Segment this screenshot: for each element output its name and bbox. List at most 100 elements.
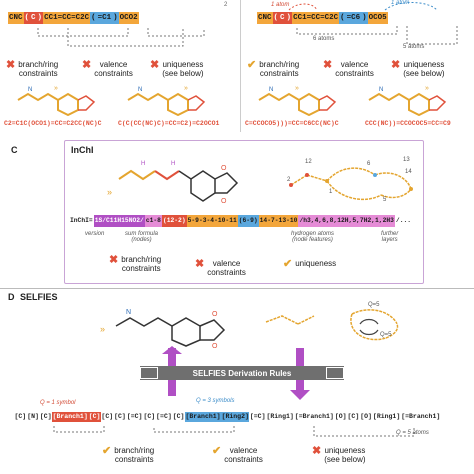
constraint-branch-ring: ✔ branch/ring constraints bbox=[102, 445, 155, 465]
panel-label: C bbox=[11, 145, 18, 155]
constraint-valence: ✔ valence constraints bbox=[212, 446, 263, 465]
selfies-token: [Branch1] bbox=[52, 412, 89, 422]
inchi-segment: 1S/C11H15NO2/ bbox=[93, 215, 145, 227]
graph-node bbox=[325, 179, 329, 183]
graph-node bbox=[289, 183, 293, 187]
smiles-segment: ) bbox=[36, 12, 44, 24]
atom-number: 1 bbox=[329, 189, 333, 195]
annotation-6-atoms: 6 atoms bbox=[313, 36, 335, 42]
top-right-panel: 1 atom 1 atom CNC ( C ) CC1=CC=C2C ( =C6… bbox=[240, 0, 474, 132]
svg-text:N: N bbox=[126, 309, 131, 316]
molecule-structure-1: N » bbox=[258, 85, 337, 116]
svg-text:»: » bbox=[54, 85, 58, 92]
selfies-token: [C] bbox=[143, 413, 156, 420]
constraint-label: uniqueness (see below) bbox=[403, 60, 445, 78]
svg-text:O: O bbox=[212, 311, 218, 318]
inchi-segment: /... bbox=[395, 217, 412, 224]
constraint-uniqueness: ✔ uniqueness bbox=[283, 259, 336, 270]
svg-text:N: N bbox=[138, 87, 142, 93]
molecule-structure-2: N » bbox=[368, 85, 447, 116]
selfies-token: [=C] bbox=[156, 413, 172, 420]
smiles-segment: CC1=CC=C2C bbox=[292, 12, 340, 24]
note-sum-formula: sum formula (nodes) bbox=[125, 231, 159, 243]
inchi-segment: (12-2) bbox=[161, 215, 187, 227]
cross-icon: ✖ bbox=[150, 59, 160, 71]
svg-text:O: O bbox=[221, 165, 227, 172]
constraint-uniqueness: ✖ uniqueness (see below) bbox=[391, 59, 445, 79]
smiles-segment: ( bbox=[272, 12, 280, 24]
constraint-label: branch/ring constraints bbox=[18, 60, 59, 78]
table-icon bbox=[140, 367, 158, 379]
cross-icon: ✖ bbox=[109, 254, 119, 266]
constraint-uniqueness: ✖ uniqueness (see below) bbox=[312, 445, 366, 465]
constraint-label: branch/ring constraints bbox=[259, 60, 300, 78]
smiles-segment: ( bbox=[23, 12, 31, 24]
constraint-branch-ring: ✖ branch/ring constraints bbox=[109, 254, 161, 274]
svg-text:N: N bbox=[269, 87, 273, 93]
atom-number: 14 bbox=[405, 169, 412, 175]
svg-text:»: » bbox=[425, 85, 429, 92]
inchi-segment: 14-7-13-10 bbox=[258, 215, 299, 227]
svg-text:»: » bbox=[107, 187, 112, 197]
svg-text:»: » bbox=[100, 324, 105, 334]
smiles-segment: CNC bbox=[257, 12, 273, 24]
cross-icon: ✖ bbox=[6, 59, 16, 71]
constraint-label: uniqueness (see below) bbox=[324, 446, 366, 464]
dashed-bracket-arrows bbox=[288, 2, 458, 45]
smiles-string: CNC ( C ) CC1=CC=C2C ( =C1 ) OCO2 bbox=[8, 12, 139, 24]
annotation-1-atom: 1 atom bbox=[271, 2, 290, 8]
molecule-structure-2: N » bbox=[127, 85, 206, 116]
atom-number: 2 bbox=[287, 177, 291, 183]
selfies-token: [=Branch1] bbox=[294, 413, 334, 420]
smiles-segment: =C1 bbox=[96, 12, 113, 24]
cross-icon: ✖ bbox=[312, 445, 322, 457]
smiles-segment: ) bbox=[112, 12, 119, 24]
graph-node bbox=[373, 173, 377, 177]
smiles-segment: CC1=CC=C2C bbox=[43, 12, 91, 24]
cross-icon: ✖ bbox=[391, 59, 401, 71]
constraint-uniqueness: ✖ uniqueness (see below) bbox=[150, 59, 204, 79]
selfies-string: [C] [N] [C] [Branch1] [C] [C] [C] [=C] [… bbox=[14, 412, 441, 422]
selfies-token: [C] bbox=[14, 413, 27, 420]
check-icon: ✔ bbox=[247, 59, 257, 71]
smiles-segment: ) bbox=[285, 12, 293, 24]
note-version: version bbox=[85, 231, 105, 237]
panel-d-selfies: D SELFIES N O O » Q=5 Q=5 SELFIES Deriva… bbox=[0, 290, 474, 474]
q-label: Q=5 bbox=[368, 302, 380, 308]
smiles-segment: ( bbox=[339, 12, 346, 24]
inchi-molecule: O O » H H bbox=[107, 161, 239, 205]
selfies-token: [C] bbox=[39, 413, 52, 420]
constraint-label: valence constraints bbox=[224, 446, 263, 464]
inchi-prefix: InChI= bbox=[70, 217, 93, 224]
atom-number: 12 bbox=[305, 159, 312, 165]
example-smiles: C2=C1C(OCO1)=CC=C2CC(NC)C bbox=[4, 120, 102, 127]
svg-text:O: O bbox=[221, 198, 227, 205]
svg-text:»: » bbox=[184, 85, 188, 92]
selfies-graph bbox=[265, 309, 399, 341]
selfies-token: [C] bbox=[172, 413, 185, 420]
q-label: Q = 3 symbols bbox=[196, 398, 235, 404]
smiles-segment: ) bbox=[361, 12, 368, 24]
constraint-valence: ✖ valence constraints bbox=[195, 259, 246, 278]
panel-index: 2 bbox=[224, 2, 228, 8]
panel-title: InChI bbox=[71, 145, 94, 155]
smiles-segment: OCO2 bbox=[118, 12, 139, 24]
check-icon: ✔ bbox=[102, 445, 112, 457]
example-smiles: CCC(NC))=CCOCOC5=CC=C9 bbox=[365, 120, 451, 127]
constraint-branch-ring: ✔ branch/ring constraints bbox=[247, 59, 300, 79]
selfies-token: [O] bbox=[334, 413, 347, 420]
table-icon bbox=[326, 367, 344, 379]
constraint-branch-ring: ✖ branch/ring constraints bbox=[6, 59, 59, 79]
inchi-segment: (6-9) bbox=[237, 215, 259, 227]
inchi-segment: c1-8 bbox=[144, 215, 162, 227]
dashed-bracket-arrows bbox=[53, 426, 415, 437]
cross-icon: ✖ bbox=[323, 59, 333, 71]
constraint-label: valence constraints bbox=[335, 60, 374, 78]
constraint-label: branch/ring constraints bbox=[114, 446, 155, 464]
atom-number: 5 bbox=[383, 197, 387, 203]
derivation-rules-bar: SELFIES Derivation Rules bbox=[140, 366, 344, 380]
section-divider bbox=[0, 288, 474, 289]
inchi-segment: 5-9-3-4-10-11 bbox=[186, 215, 238, 227]
example-smiles: C(C(CC(NC)C)=CC=C2)=C2OCO1 bbox=[118, 120, 220, 127]
note-hydrogen-atoms: hydrogen atoms (node features) bbox=[291, 231, 335, 243]
